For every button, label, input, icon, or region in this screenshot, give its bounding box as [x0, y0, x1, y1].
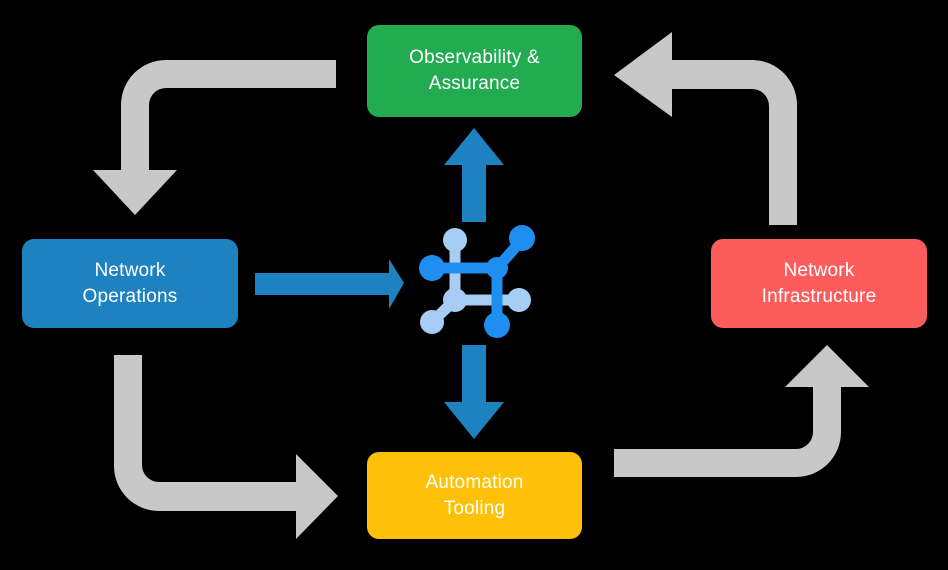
node-network-infrastructure[interactable]: Network Infrastructure	[711, 239, 927, 328]
arrow-center-to-observability	[444, 128, 504, 222]
node-operations-label: Network Operations	[82, 259, 178, 307]
node-observability-assurance[interactable]: Observability & Assurance	[367, 25, 582, 117]
node-infrastructure-label: Network Infrastructure	[761, 259, 877, 307]
node-network-operations[interactable]: Network Operations	[22, 239, 238, 328]
arrow-infrastructure-to-observability	[614, 32, 797, 225]
arrow-automation-to-infrastructure	[614, 345, 869, 477]
node-observability-label: Observability & Assurance	[409, 47, 540, 94]
node-automation-label: Automation Tooling	[425, 471, 524, 519]
arrow-operations-to-center	[255, 259, 404, 309]
node-automation-tooling[interactable]: Automation Tooling	[367, 452, 582, 539]
arrow-operations-to-automation	[114, 355, 338, 539]
arrow-observability-to-operations	[93, 60, 336, 215]
arrow-center-to-automation	[444, 345, 504, 439]
